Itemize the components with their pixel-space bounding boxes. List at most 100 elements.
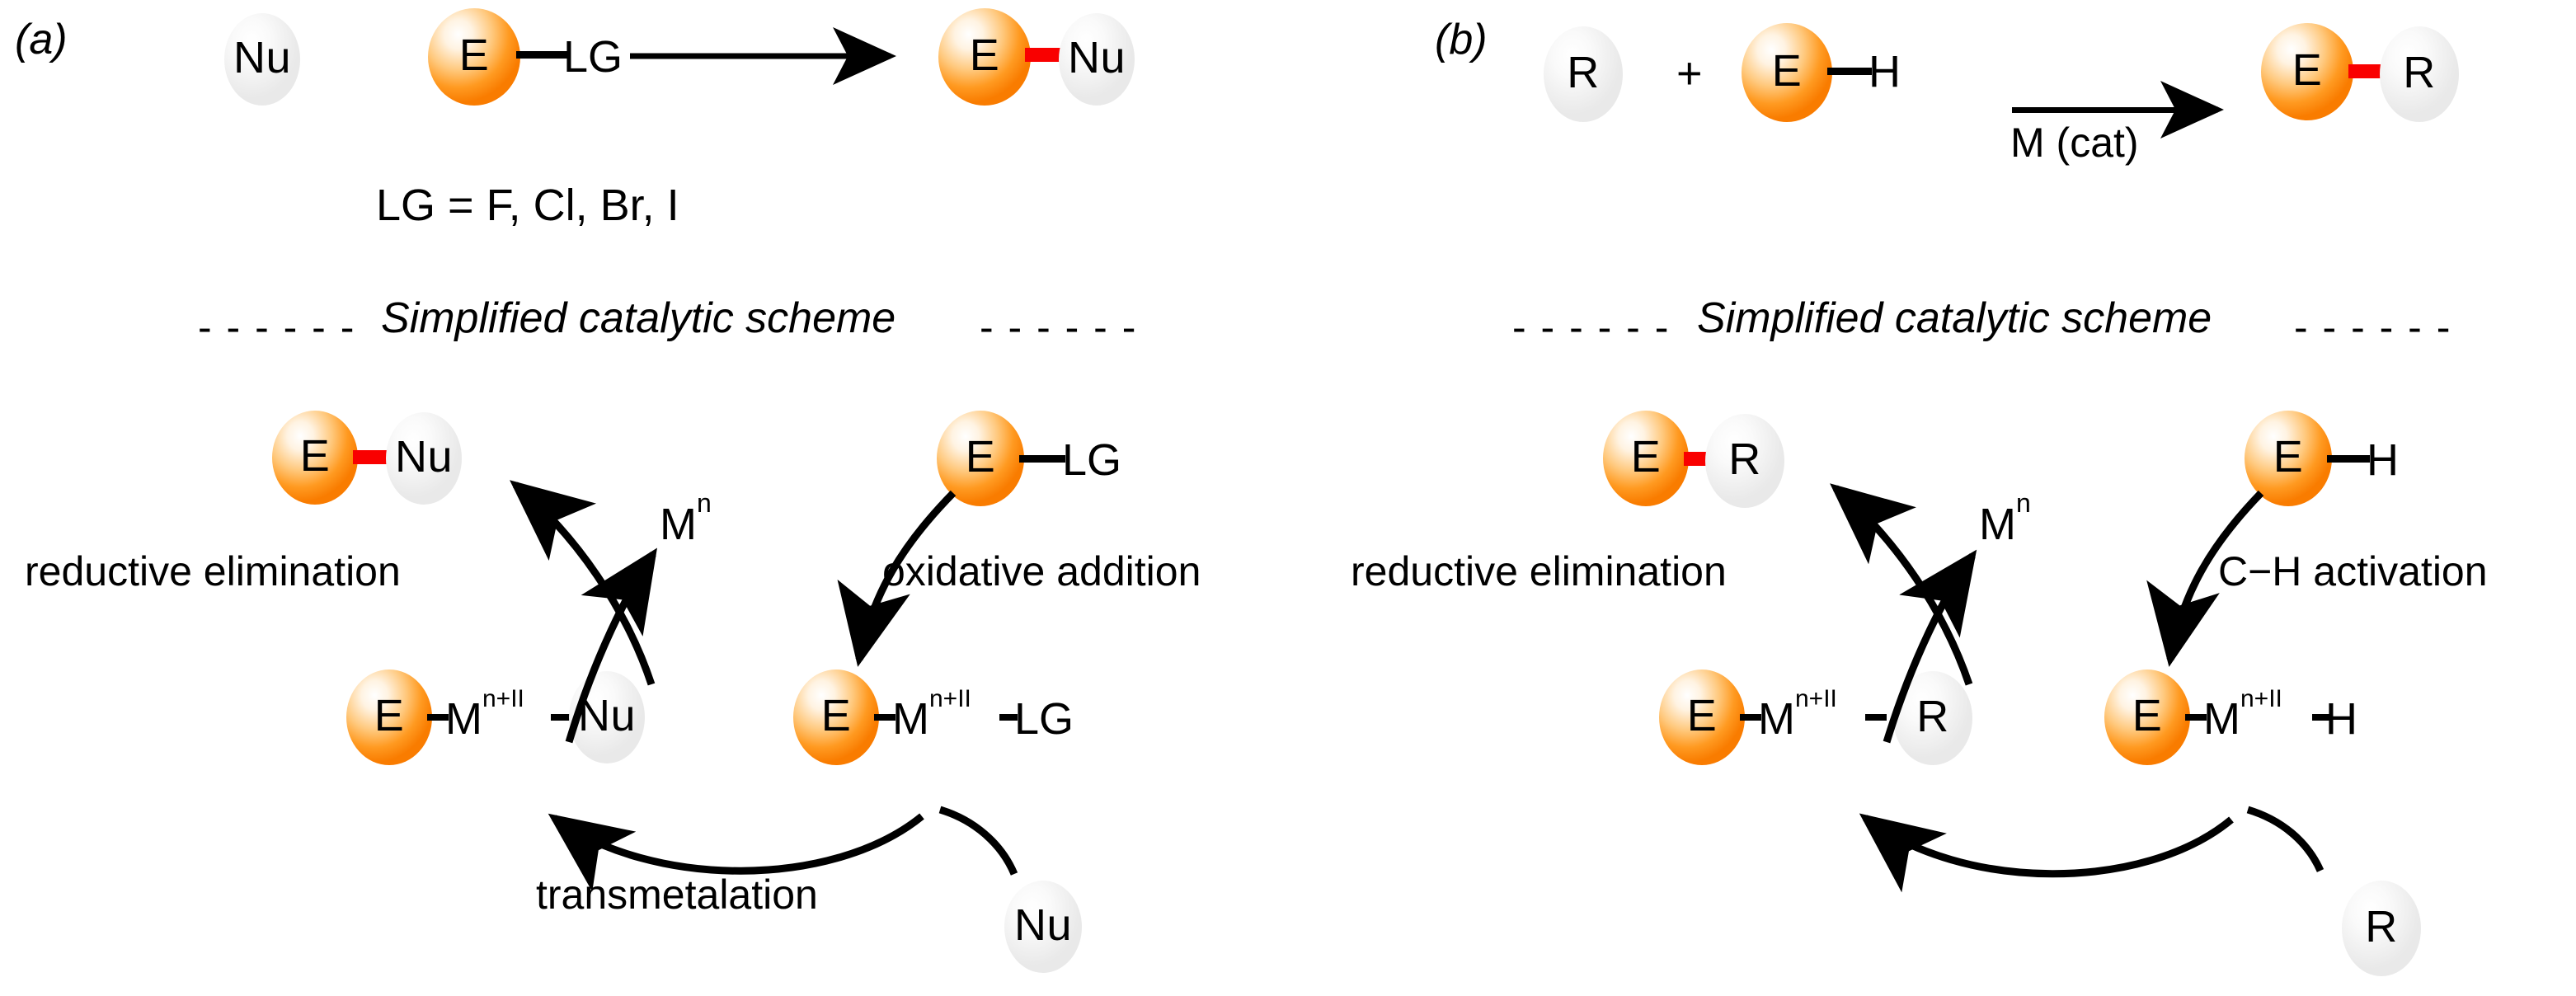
panel-b-product-e: E <box>2261 23 2353 120</box>
panel-b-section-title: Simplified catalytic scheme <box>1697 294 2212 342</box>
panel-a-cycle-product-bond <box>353 450 393 464</box>
panel-b-cycle-product-r-label: R <box>1728 435 1761 484</box>
panel-a-incoming-nu: Nu <box>1004 881 1082 973</box>
panel-a-cycle-product-nu: Nu <box>386 412 462 505</box>
panel-a-arrow-transmetalation <box>548 813 924 892</box>
panel-a-cycle-center: Mn <box>660 490 712 549</box>
panel-a-reactant-nu-label: Nu <box>233 33 292 82</box>
panel-b-incoming-r-label: R <box>2365 902 2398 951</box>
panel-a-new-bond <box>1025 48 1065 62</box>
panel-a-intermediate-left-nu-label: Nu <box>577 691 637 740</box>
panel-a-reactant-e-label: E <box>458 31 490 80</box>
panel-b-label: (b) <box>1435 16 1488 63</box>
panel-b-reactant-r: R <box>1544 26 1623 122</box>
panel-a-reactant-nu: Nu <box>224 13 300 106</box>
panel-b-intermediate-right-e-label: E <box>2132 691 2163 740</box>
panel-b-reactant-e-label: E <box>1771 46 1803 96</box>
panel-b-cycle-substrate-e: E <box>2245 411 2332 506</box>
panel-a-intermediate-right-e-label: E <box>820 691 852 740</box>
panel-a-cycle-substrate-lg: LG <box>1062 435 1122 485</box>
panel-a-arrow-reductive-elimination <box>510 480 656 686</box>
panel-a-intermediate-right-bond-1 <box>874 714 895 721</box>
panel-a-intermediate-left-e: E <box>346 669 432 765</box>
panel-a-cycle-product-e: E <box>272 411 358 505</box>
panel-a-cycle-product-nu-label: Nu <box>394 432 454 482</box>
panel-a-cycle-substrate-bond <box>1019 455 1065 463</box>
panel-b-cycle-center: Mn <box>1979 490 2031 547</box>
panel-a-cycle-product-e-label: E <box>299 431 331 481</box>
panel-a-cycle-center-superscript: n <box>696 488 712 518</box>
panel-b-intermediate-left-r-label: R <box>1916 692 1949 741</box>
panel-b-cycle-substrate-bond <box>2327 455 2370 463</box>
panel-a-arrow-nu-entry <box>938 806 1018 876</box>
panel-a-section-title: Simplified catalytic scheme <box>381 294 896 342</box>
panel-a-intermediate-left-metal-symbol: M <box>445 694 482 744</box>
panel-a-cycle-substrate-e-label: E <box>965 432 996 482</box>
panel-b-intermediate-right-metal: Mn+II <box>2203 687 2282 744</box>
panel-a-product-nu: Nu <box>1059 13 1135 106</box>
panel-b-arrow-reductive-elimination <box>1830 483 1973 686</box>
panel-a-divider-right: - - - - - - <box>980 304 1138 350</box>
panel-b-intermediate-left-metal: Mn+II <box>1758 687 1837 744</box>
panel-a-bond-e-lg <box>516 51 567 59</box>
panel-b-arrow-transmetalation <box>1859 813 2234 893</box>
panel-b-divider-right: - - - - - - <box>2294 304 2452 350</box>
panel-b-intermediate-left-r: R <box>1893 671 1972 765</box>
panel-b-step-ch-activation: C−H activation <box>2218 548 2488 594</box>
panel-b-cycle-product-r: R <box>1705 414 1784 508</box>
panel-b-reaction-arrow-shaft <box>2012 107 2207 113</box>
panel-b-intermediate-right-h: H <box>2325 694 2357 744</box>
panel-b-intermediate-left-superscript: n+II <box>1794 685 1837 712</box>
panel-b-reactant-h-label: H <box>1869 47 1901 96</box>
panel-a-product-nu-label: Nu <box>1067 33 1126 82</box>
panel-b-cycle-center-superscript: n <box>2015 488 2031 518</box>
panel-b-reaction-arrow-condition: M (cat) <box>2010 120 2139 166</box>
panel-b-cycle-product-e-label: E <box>1630 432 1662 482</box>
panel-b-intermediate-right-metal-symbol: M <box>2203 694 2240 744</box>
panel-a-intermediate-left-metal: Mn+II <box>445 687 524 744</box>
panel-a-intermediate-left-bond-2 <box>551 714 572 721</box>
panel-a-reactant-e: E <box>428 8 520 106</box>
panel-a-intermediate-left-e-label: E <box>374 691 405 740</box>
panel-a-intermediate-right-lg: LG <box>1014 694 1074 744</box>
panel-b-cycle-substrate-h: H <box>2367 435 2399 485</box>
panel-a-step-reductive-elimination: reductive elimination <box>25 548 401 594</box>
panel-b-cycle-product-bond <box>1684 452 1712 466</box>
panel-b-product-e-label: E <box>2292 45 2323 95</box>
panel-a-lg-legend: LG = F, Cl, Br, I <box>376 181 679 230</box>
panel-a-cycle-substrate-e: E <box>937 411 1024 506</box>
panel-a-intermediate-left-bond-1 <box>427 714 449 721</box>
panel-a-reactant-lg-label: LG <box>563 32 623 82</box>
panel-a-intermediate-right-metal: Mn+II <box>892 687 971 744</box>
panel-a-incoming-nu-label: Nu <box>1013 900 1073 950</box>
panel-b-incoming-r: R <box>2342 881 2421 976</box>
panel-a-intermediate-left-nu: Nu <box>569 671 645 763</box>
panel-b-step-reductive-elimination: reductive elimination <box>1351 548 1727 594</box>
panel-a-intermediate-right-e: E <box>793 669 879 765</box>
panel-b-intermediate-right-bond-2 <box>2312 714 2330 721</box>
panel-b-intermediate-left-metal-symbol: M <box>1758 694 1795 744</box>
panel-b-intermediate-left-bond-1 <box>1740 714 1761 721</box>
panel-b-intermediate-right-e: E <box>2104 669 2190 765</box>
panel-b-new-bond <box>2348 64 2385 78</box>
panel-b-intermediate-left-bond-2 <box>1865 714 1887 721</box>
panel-b-plus-sign: + <box>1676 49 1703 98</box>
panel-b-intermediate-left-e-label: E <box>1686 691 1718 740</box>
panel-a-product-e: E <box>938 8 1031 106</box>
panel-b-cycle-substrate-e-label: E <box>2273 432 2304 482</box>
panel-a-divider-left: - - - - - - <box>198 304 356 350</box>
panel-b-divider-left: - - - - - - <box>1512 304 1671 350</box>
panel-b-cycle-product-e: E <box>1603 411 1689 506</box>
panel-b-reactant-r-label: R <box>1567 48 1600 97</box>
panel-b-reactant-e: E <box>1742 23 1832 122</box>
panel-b-intermediate-right-superscript: n+II <box>2240 685 2282 712</box>
panel-a-intermediate-right-metal-symbol: M <box>892 694 929 744</box>
panel-a-label: (a) <box>15 16 68 63</box>
panel-a-intermediate-right-bond-2 <box>999 714 1018 721</box>
panel-a-intermediate-left-superscript: n+II <box>482 685 524 712</box>
panel-b-intermediate-right-bond-1 <box>2185 714 2207 721</box>
panel-b-product-r-label: R <box>2403 48 2436 97</box>
panel-a-cycle-center-symbol: M <box>660 500 697 549</box>
